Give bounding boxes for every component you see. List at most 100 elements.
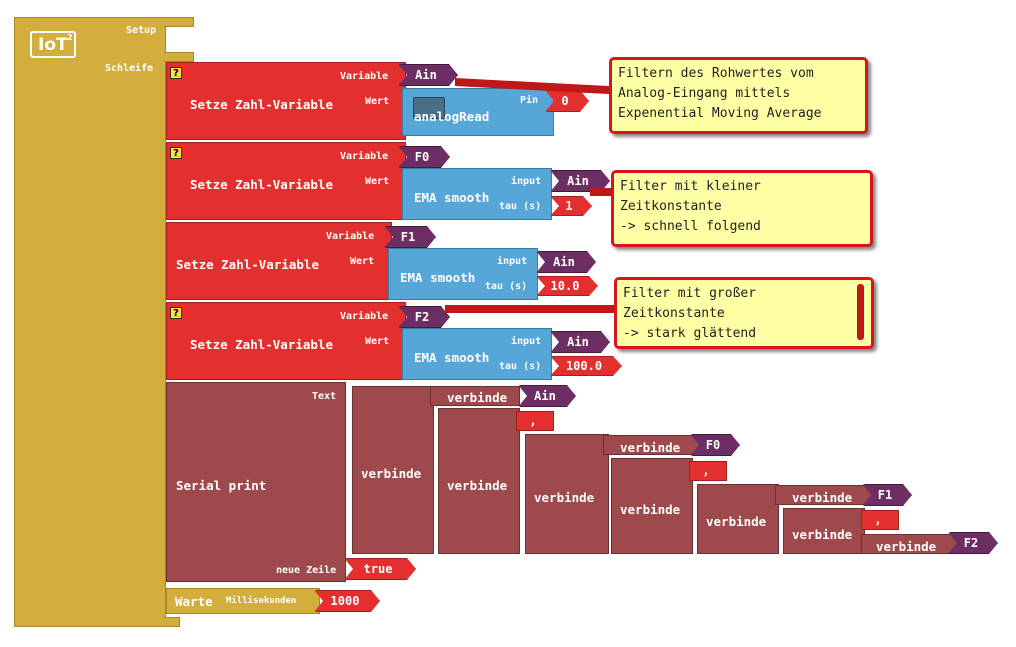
join-label: verbinde bbox=[447, 478, 508, 493]
pin-label: Pin bbox=[520, 95, 539, 106]
program-block-notch bbox=[164, 17, 194, 27]
set-variable-block[interactable] bbox=[166, 222, 392, 300]
comment-line: Zeitkonstante bbox=[623, 306, 725, 321]
join-block[interactable] bbox=[438, 408, 520, 554]
separator-string[interactable]: , bbox=[689, 461, 727, 481]
comment-line: -> schnell folgend bbox=[620, 219, 761, 234]
serial-print-block[interactable] bbox=[166, 382, 346, 582]
input-variable-ain[interactable]: Ain bbox=[536, 251, 596, 273]
comment-line: Filter mit kleiner bbox=[620, 179, 761, 194]
join-label: verbinde bbox=[361, 466, 422, 481]
set-variable-label: Setze Zahl-Variable bbox=[190, 337, 333, 352]
ema-smooth-label: EMA smooth bbox=[414, 350, 490, 365]
wait-block[interactable] bbox=[166, 588, 320, 614]
tau-label: tau (s) bbox=[499, 361, 542, 372]
comment-large-time-constant[interactable]: Filter mit großer Zeitkonstante -> stark… bbox=[614, 277, 874, 349]
iot-logo: IoT 2 bbox=[30, 31, 76, 58]
analog-read-icon bbox=[413, 97, 445, 119]
variable-label: Variable bbox=[340, 311, 389, 322]
join-block[interactable] bbox=[430, 386, 520, 406]
separator-string[interactable]: , bbox=[861, 510, 899, 530]
serial-print-label: Serial print bbox=[176, 478, 267, 493]
comment-connector bbox=[445, 305, 617, 313]
program-block-footer bbox=[164, 617, 180, 627]
input-variable-ain[interactable]: Ain bbox=[550, 170, 610, 192]
comment-line: Zeitkonstante bbox=[620, 199, 722, 214]
comment-line: Analog-Eingang mittels bbox=[618, 86, 791, 101]
comment-connector bbox=[590, 188, 618, 196]
comment-scrollbar[interactable] bbox=[857, 284, 864, 340]
join-label: verbinde bbox=[447, 390, 508, 405]
comment-line: Filtern des Rohwertes vom bbox=[618, 66, 814, 81]
variable-f0[interactable]: F0 bbox=[398, 146, 450, 168]
ema-smooth-label: EMA smooth bbox=[400, 270, 476, 285]
help-icon[interactable]: ? bbox=[170, 147, 182, 159]
logo-text: IoT bbox=[38, 35, 68, 55]
set-variable-block[interactable] bbox=[166, 302, 406, 380]
ema-smooth-block[interactable] bbox=[388, 248, 538, 300]
help-icon[interactable]: ? bbox=[170, 67, 182, 79]
comment-ema-explanation[interactable]: Filtern des Rohwertes vom Analog-Eingang… bbox=[609, 57, 868, 134]
value-label: Wert bbox=[365, 96, 390, 107]
join-block[interactable] bbox=[525, 434, 609, 554]
join-variable-f1[interactable]: F1 bbox=[862, 484, 912, 506]
join-block[interactable] bbox=[352, 386, 434, 554]
variable-f1[interactable]: F1 bbox=[384, 226, 436, 248]
milliseconds-label: Millisekunden bbox=[226, 596, 297, 606]
join-label: verbinde bbox=[876, 539, 937, 554]
input-label: input bbox=[511, 336, 542, 347]
newline-value[interactable]: true bbox=[344, 558, 416, 580]
set-variable-block[interactable] bbox=[166, 62, 406, 140]
loop-label: Schleife bbox=[105, 63, 154, 74]
comment-line: Expenential Moving Average bbox=[618, 106, 822, 121]
join-variable-ain[interactable]: Ain bbox=[518, 385, 576, 407]
join-label: verbinde bbox=[620, 440, 681, 455]
join-label: verbinde bbox=[620, 502, 681, 517]
set-variable-label: Setze Zahl-Variable bbox=[190, 177, 333, 192]
comment-line: Filter mit großer bbox=[623, 286, 757, 301]
separator-string[interactable]: , bbox=[516, 411, 554, 431]
join-label: verbinde bbox=[792, 490, 853, 505]
comment-line: -> stark glättend bbox=[623, 326, 757, 341]
tau-value[interactable]: 10.0 bbox=[536, 276, 598, 296]
join-block[interactable] bbox=[611, 458, 693, 554]
input-variable-ain[interactable]: Ain bbox=[550, 331, 610, 353]
analog-read-label: analogRead bbox=[414, 109, 490, 124]
join-label: verbinde bbox=[706, 514, 767, 529]
logo-superscript: 2 bbox=[67, 33, 73, 42]
help-icon[interactable]: ? bbox=[170, 307, 182, 319]
join-variable-f2[interactable]: F2 bbox=[948, 532, 998, 554]
program-block-setup-end bbox=[164, 52, 194, 62]
input-label: input bbox=[497, 256, 528, 267]
tau-label: tau (s) bbox=[499, 201, 542, 212]
program-block[interactable] bbox=[14, 17, 166, 627]
text-label: Text bbox=[312, 391, 337, 402]
join-block[interactable] bbox=[783, 508, 865, 554]
input-label: input bbox=[511, 176, 542, 187]
ema-smooth-block[interactable] bbox=[402, 168, 552, 220]
ema-smooth-label: EMA smooth bbox=[414, 190, 490, 205]
join-variable-f0[interactable]: F0 bbox=[690, 434, 740, 456]
newline-label: neue Zeile bbox=[276, 565, 337, 576]
tau-value[interactable]: 100.0 bbox=[550, 356, 622, 376]
value-label: Wert bbox=[350, 256, 375, 267]
join-label: verbinde bbox=[792, 527, 853, 542]
value-label: Wert bbox=[365, 336, 390, 347]
set-variable-block[interactable] bbox=[166, 142, 406, 220]
set-variable-label: Setze Zahl-Variable bbox=[190, 97, 333, 112]
comment-small-time-constant[interactable]: Filter mit kleiner Zeitkonstante -> schn… bbox=[611, 170, 873, 247]
value-label: Wert bbox=[365, 176, 390, 187]
wait-value[interactable]: 1000 bbox=[314, 590, 380, 612]
setup-label: Setup bbox=[126, 25, 157, 36]
set-variable-label: Setze Zahl-Variable bbox=[176, 257, 319, 272]
ema-smooth-block[interactable] bbox=[402, 328, 552, 380]
tau-value[interactable]: 1 bbox=[550, 196, 592, 216]
join-block[interactable] bbox=[697, 484, 779, 554]
join-label: verbinde bbox=[534, 490, 595, 505]
variable-ain[interactable]: Ain bbox=[398, 64, 458, 86]
variable-label: Variable bbox=[326, 231, 375, 242]
variable-label: Variable bbox=[340, 151, 389, 162]
tau-label: tau (s) bbox=[485, 281, 528, 292]
variable-label: Variable bbox=[340, 71, 389, 82]
wait-label: Warte bbox=[175, 594, 213, 609]
